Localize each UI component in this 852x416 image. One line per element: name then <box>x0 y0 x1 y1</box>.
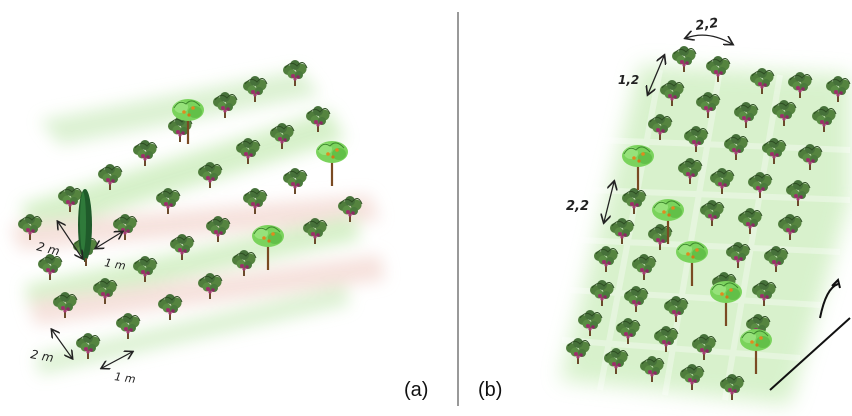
double-arrow-icon <box>648 56 664 94</box>
annotation-b-2: 1,2 <box>618 73 639 87</box>
panel-a: 2 m 1 m 2 m 1 m (a) <box>10 59 428 401</box>
double-arrow-icon <box>686 35 732 44</box>
double-arrow-icon <box>58 222 82 258</box>
annotation-a-2: 1 m <box>103 256 126 272</box>
annotation-a-3: 2 m <box>29 347 54 365</box>
double-arrow-icon <box>96 232 122 248</box>
double-arrow-icon <box>102 352 132 368</box>
double-arrow-icon <box>52 330 72 358</box>
annotation-a-4: 1 m <box>114 370 137 386</box>
annotation-b-1: 2,2 <box>694 16 719 34</box>
panel-label-b: (b) <box>478 379 502 401</box>
annotation-a-1: 2 m <box>35 239 61 258</box>
dimension-arrows-b <box>604 35 732 222</box>
sketch-lines-b <box>769 278 851 391</box>
annotation-b-3: 2,2 <box>566 199 589 214</box>
panel-label-a: (a) <box>404 379 428 401</box>
panel-b: 2,2 1,2 2,2 (b) <box>478 16 851 405</box>
dimension-arrows-a <box>52 222 132 368</box>
double-arrow-icon <box>604 182 614 222</box>
